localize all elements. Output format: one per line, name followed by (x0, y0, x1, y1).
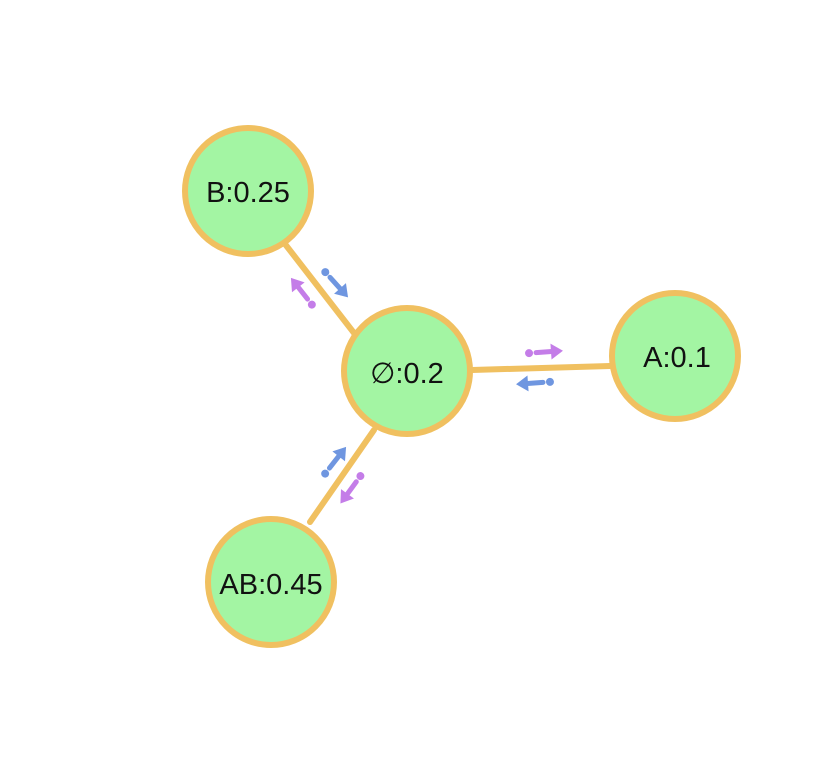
arrow-a-to-center (516, 375, 554, 392)
node-a: A:0.1 (609, 290, 741, 422)
node-ab: AB:0.45 (205, 516, 337, 648)
node-b: B:0.25 (182, 125, 314, 257)
node-a-label: A:0.1 (643, 342, 711, 374)
node-empty-set: ∅:0.2 (341, 305, 473, 437)
arrow-b-to-center (321, 268, 349, 298)
edge-center-b (282, 241, 357, 336)
arrow-center-to-a (525, 343, 563, 360)
arrow-center-to-b (290, 277, 316, 309)
node-b-circle (182, 125, 314, 257)
arrow-center-to-ab (340, 472, 365, 504)
node-ab-label: AB:0.45 (219, 569, 322, 601)
node-a-circle (609, 290, 741, 422)
edge-center-a (469, 363, 613, 373)
arrow-ab-to-center (321, 446, 347, 478)
node-b-label: B:0.25 (206, 177, 290, 209)
nodes: ∅:0.2 A:0.1 B:0.25 AB:0.45 (182, 125, 741, 648)
edges (282, 241, 613, 525)
edge-center-ab (307, 427, 377, 525)
node-empty-set-circle (341, 305, 473, 437)
node-ab-circle (205, 516, 337, 648)
transition-arrows (290, 268, 563, 504)
node-empty-set-label: ∅:0.2 (370, 358, 444, 390)
